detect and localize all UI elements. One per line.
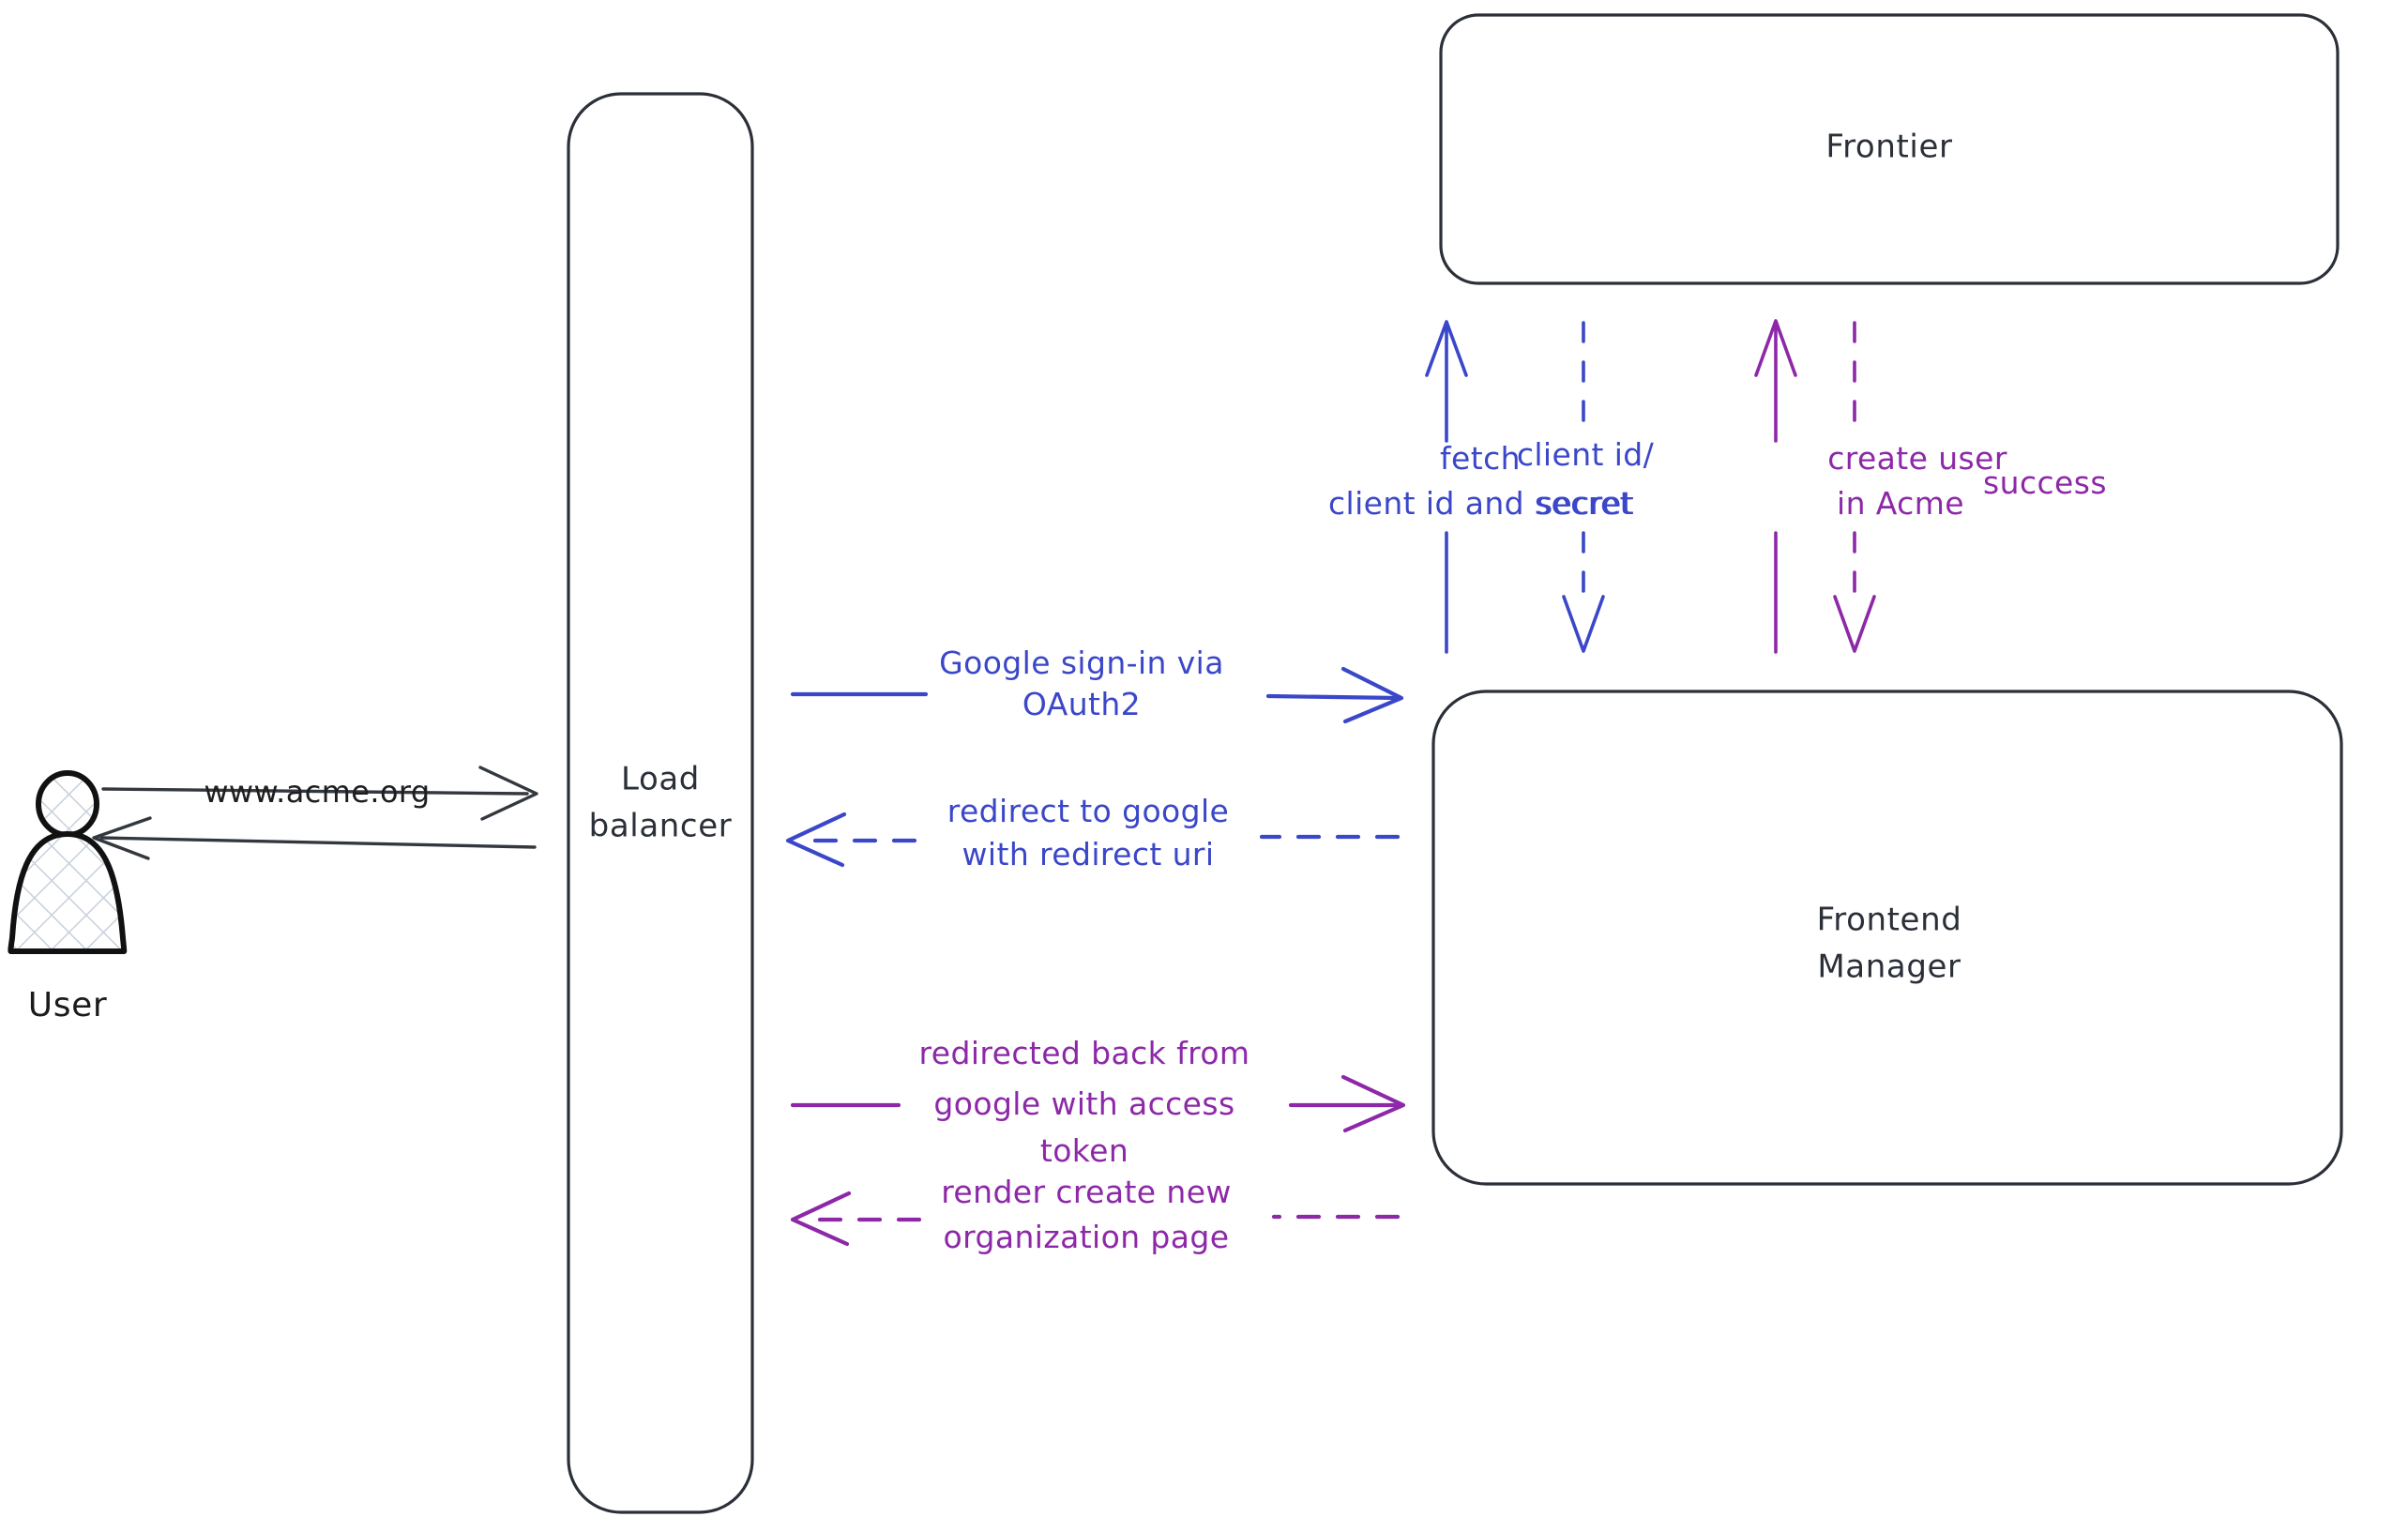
edge-label-redirect-google-line2: with redirect uri: [962, 836, 1215, 872]
node-load-balancer[interactable]: Load balancer: [567, 92, 754, 1514]
edge-label-www-acme-org: www.acme.org: [204, 774, 430, 810]
frontend-manager-label-line1: Frontend: [1817, 902, 1962, 939]
frontier-box[interactable]: [1439, 13, 2340, 285]
edge-redirect-to-google[interactable]: redirect to google with redirect uri: [785, 793, 1401, 872]
edge-label-render-org-line2: organization page: [944, 1219, 1230, 1255]
edge-label-access-token-line2: google with access: [933, 1085, 1234, 1122]
load-balancer-box[interactable]: [567, 92, 754, 1514]
edge-success[interactable]: success: [1833, 321, 2107, 653]
edge-render-create-org-page[interactable]: render create new organization page: [790, 1174, 1401, 1255]
user-label: User: [28, 986, 107, 1024]
edge-label-fetch-line2: client id and secret: [1328, 485, 1632, 522]
frontier-label: Frontier: [1825, 129, 1952, 166]
edge-label-create-user-line2: in Acme: [1837, 485, 1964, 522]
edge-label-create-user-line1: create user: [1827, 440, 2007, 477]
edge-label-access-token-line3: token: [1040, 1132, 1128, 1169]
edge-label-oauth2-line1: Google sign-in via: [939, 645, 1224, 681]
load-balancer-label-line1: Load: [621, 761, 700, 798]
edge-label-oauth2-line2: OAuth2: [1022, 686, 1141, 722]
frontend-manager-box[interactable]: [1431, 690, 2343, 1186]
edge-redirected-back-access-token[interactable]: redirected back from google with access …: [790, 1035, 1406, 1169]
edge-label-success: success: [1983, 464, 2107, 501]
user-person-icon: [8, 770, 128, 954]
edge-client-id-secret[interactable]: client id/ secret: [1517, 321, 1655, 653]
load-balancer-label-line2: balancer: [589, 808, 733, 845]
edge-fetch-client-id-and-secret[interactable]: fetch client id and secret: [1328, 320, 1632, 654]
node-frontier[interactable]: Frontier: [1439, 13, 2340, 285]
edge-label-redirect-google-line1: redirect to google: [947, 793, 1230, 829]
edge-label-client-id-line2: secret: [1537, 485, 1634, 522]
edge-load-balancer-to-user[interactable]: [92, 816, 537, 860]
edge-label-render-org-line1: render create new: [941, 1174, 1232, 1210]
edge-label-access-token-line1: redirected back from: [919, 1035, 1250, 1071]
edge-user-to-load-balancer[interactable]: www.acme.org: [101, 766, 538, 821]
edge-google-signin-oauth2[interactable]: Google sign-in via OAuth2: [790, 645, 1404, 724]
frontend-manager-label-line2: Manager: [1817, 948, 1961, 986]
edge-label-fetch-line1: fetch: [1440, 440, 1521, 477]
edge-create-user-in-acme[interactable]: create user in Acme: [1754, 319, 2007, 654]
actor-user[interactable]: User: [8, 770, 128, 1024]
edge-label-client-id-line1: client id/: [1517, 436, 1655, 473]
node-frontend-manager[interactable]: Frontend Manager: [1431, 690, 2343, 1186]
